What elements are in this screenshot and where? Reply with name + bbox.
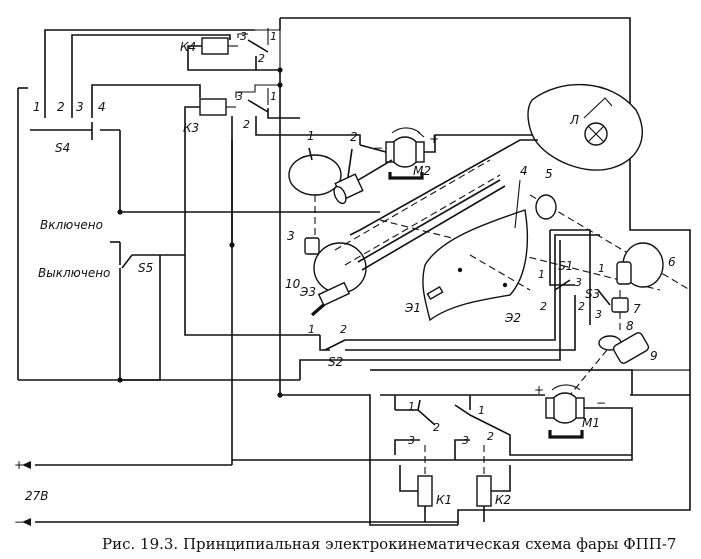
switch-s3: S3 1 2 3 bbox=[578, 262, 611, 321]
headlamp: Л bbox=[527, 83, 643, 171]
k3-contact-2: 2 bbox=[243, 118, 250, 131]
k3-contact-1: 1 bbox=[270, 90, 277, 103]
switch-s4: S4 bbox=[30, 122, 120, 155]
part-6-label: 6 bbox=[668, 255, 676, 269]
k1-label: К1 bbox=[436, 493, 452, 507]
k3-label: К3 bbox=[183, 121, 199, 135]
lamp-label: Л bbox=[569, 113, 579, 127]
state-off-label: Выключено bbox=[38, 266, 110, 280]
s3-contact-3: 3 bbox=[595, 308, 602, 321]
k1-contact-1: 1 bbox=[408, 400, 415, 413]
s3-contact-2: 2 bbox=[578, 300, 585, 313]
k2-contact-2: 2 bbox=[487, 430, 494, 443]
cam-e1: 4 Э1 bbox=[404, 164, 529, 322]
e3-label: Э3 bbox=[299, 285, 316, 299]
part-5-label: 5 bbox=[545, 167, 553, 181]
s4-label: S4 bbox=[55, 141, 70, 155]
state-on-label: Включено bbox=[40, 218, 103, 232]
supply-voltage: 27В bbox=[25, 489, 49, 503]
k2-contact-1: 1 bbox=[478, 404, 485, 417]
supply-minus: − bbox=[14, 515, 24, 529]
reducer-upper: 1 2 bbox=[288, 129, 364, 205]
relay-k2-contacts: 1 2 3 bbox=[454, 404, 632, 460]
figure-caption: Рис. 19.3. Принципиальная электрокинемат… bbox=[102, 535, 676, 553]
s2-label: S2 bbox=[328, 355, 343, 369]
s1-contact-1: 1 bbox=[538, 268, 545, 281]
s1-contact-2: 2 bbox=[540, 300, 547, 313]
m2-label: М2 bbox=[413, 164, 431, 178]
part-8-label: 8 bbox=[626, 319, 634, 333]
supply-plus: + bbox=[14, 458, 24, 472]
relay-k1-contacts: 1 2 3 bbox=[394, 399, 440, 455]
m1-label: М1 bbox=[582, 416, 600, 430]
m1-minus: − bbox=[596, 396, 606, 410]
s1-contact-3: 3 bbox=[575, 276, 582, 289]
k4-contact-2: 2 bbox=[258, 52, 265, 65]
gear-10: 3 10 Э3 bbox=[285, 229, 367, 317]
gear-5 bbox=[535, 194, 557, 220]
k1-contact-2: 2 bbox=[433, 421, 440, 434]
k4-contact-3: 3 bbox=[240, 30, 247, 43]
terminal-block: 1 2 3 4 bbox=[17, 87, 106, 380]
part-1-label-upper: 1 bbox=[307, 129, 315, 143]
k1-contact-3: 3 bbox=[408, 434, 415, 447]
s5-label: S5 bbox=[138, 261, 153, 275]
k4-contact-1: 1 bbox=[270, 30, 277, 43]
k3-contact-3: 3 bbox=[236, 90, 243, 103]
m2-minus: − bbox=[373, 141, 383, 155]
switch-s5: S5 bbox=[110, 241, 185, 275]
switch-s1: S1 1 2 3 Э2 bbox=[504, 229, 591, 325]
motor-m2: М2 − + bbox=[373, 127, 439, 180]
terminal-3-label: 3 bbox=[76, 100, 84, 114]
s2-contact-2: 2 bbox=[340, 323, 347, 336]
terminal-2-label: 2 bbox=[57, 100, 65, 114]
part-10-label: 10 bbox=[285, 277, 301, 291]
relay-k2: К2 bbox=[476, 445, 511, 522]
k2-contact-3: 3 bbox=[462, 434, 469, 447]
motor-m1: М1 + − bbox=[534, 383, 606, 439]
gear-train-right: 6 7 8 9 bbox=[598, 242, 676, 364]
part-4-label: 4 bbox=[520, 164, 528, 178]
m2-plus: + bbox=[429, 132, 439, 146]
part-9-label: 9 bbox=[650, 349, 658, 363]
relay-k1: К1 bbox=[399, 445, 452, 522]
part-2-label-upper: 2 bbox=[350, 130, 358, 144]
s1-label: S1 bbox=[558, 259, 573, 273]
m1-plus: + bbox=[534, 383, 544, 397]
relay-k4: К4 3 1 2 bbox=[180, 28, 281, 70]
terminal-4-label: 4 bbox=[98, 100, 106, 114]
e1-label: Э1 bbox=[404, 301, 421, 315]
part-7-label: 7 bbox=[633, 302, 641, 316]
s2-contact-1: 1 bbox=[308, 323, 315, 336]
e2-label: Э2 bbox=[504, 311, 521, 325]
terminal-1-label: 1 bbox=[33, 100, 41, 114]
part-3-label-upper: 3 bbox=[287, 229, 295, 243]
switch-s2: S2 1 2 bbox=[308, 234, 600, 369]
s3-contact-1: 1 bbox=[598, 262, 605, 275]
k2-label: К2 bbox=[495, 493, 511, 507]
s3-label: S3 bbox=[585, 287, 600, 301]
